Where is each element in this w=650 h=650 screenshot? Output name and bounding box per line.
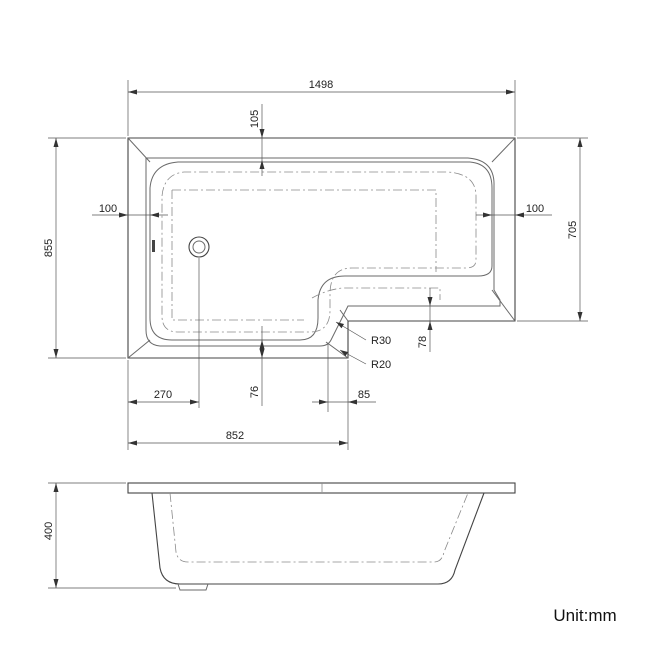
plan-corner-line <box>339 309 349 322</box>
elevation-rim <box>127 482 516 494</box>
plan-corner-line <box>127 339 151 359</box>
plan-step-hidden <box>311 287 441 300</box>
plan-corner-line <box>127 137 151 163</box>
plan-corner-line <box>325 341 349 359</box>
elevation-body-hidden <box>169 492 469 563</box>
side-elevation: 400 <box>43 482 516 591</box>
plan-view <box>127 137 516 408</box>
plan-outer-rim <box>127 137 516 359</box>
elevation-body <box>151 492 485 585</box>
dim-left-rim: 100 <box>99 203 117 215</box>
dim-overall-length: 1498 <box>309 79 333 91</box>
dim-narrow-width: 705 <box>567 221 579 239</box>
dim-bottom-rim: 76 <box>249 386 261 398</box>
dim-step-rim: 78 <box>417 336 429 348</box>
dim-radius-inner: R20 <box>371 359 391 371</box>
overflow-mark <box>152 240 155 252</box>
plan-bowl-hidden <box>161 171 477 333</box>
dim-top-rim: 105 <box>249 110 261 128</box>
dim-shaped-length: 852 <box>226 430 244 442</box>
elevation-waste <box>177 583 209 591</box>
dim-height: 400 <box>43 522 55 540</box>
plan-inner-rim <box>145 157 501 347</box>
plan-bowl-outline <box>149 161 493 341</box>
dim-radius-outer: R30 <box>371 335 391 347</box>
unit-label: Unit:mm <box>553 606 616 625</box>
plan-corner-line <box>491 137 516 163</box>
plan-dimensions: 1498 105 100 100 855 705 R30 <box>43 79 588 450</box>
dim-overall-width: 855 <box>43 239 55 257</box>
plan-floor-hidden <box>171 189 437 321</box>
plan-corner-line <box>491 289 516 322</box>
waste-outlet-icon <box>188 236 210 258</box>
dim-right-rim: 100 <box>526 203 544 215</box>
dim-waste-offset: 270 <box>154 389 172 401</box>
dim-step-offset: 85 <box>358 389 370 401</box>
